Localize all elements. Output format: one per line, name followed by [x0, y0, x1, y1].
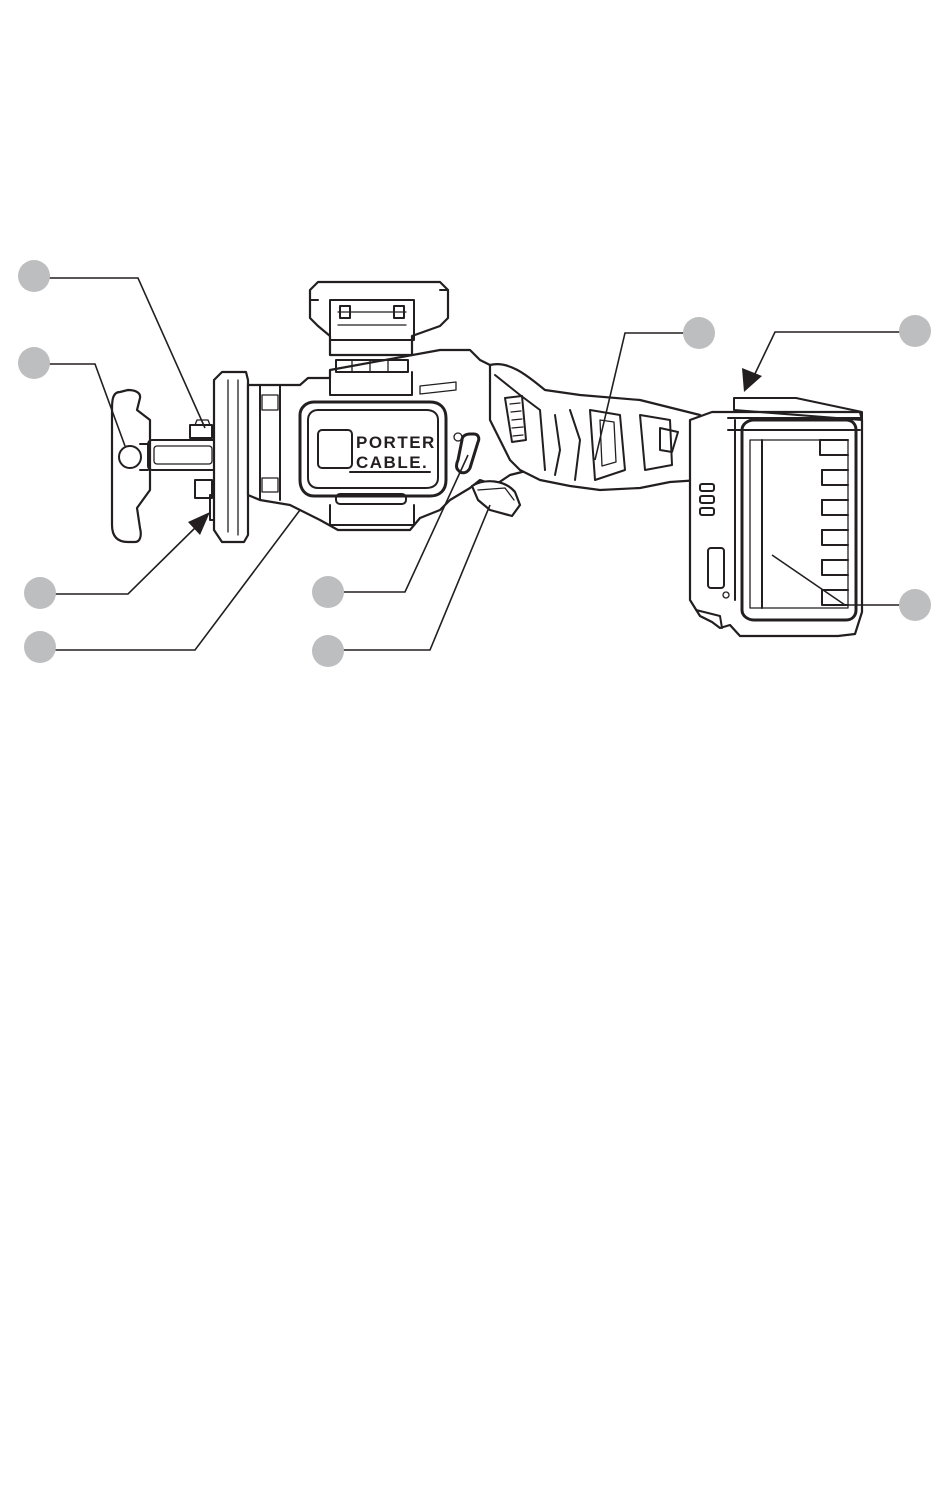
brand-logo-line1: PORTER [356, 433, 436, 452]
brand-logo-line2: CABLE. [356, 453, 428, 472]
saw-illustration: PORTER CABLE. [112, 282, 862, 636]
battery-pack [690, 398, 862, 636]
callout-marker-gear-housing [24, 631, 56, 663]
battery-release-arrow-icon [742, 368, 762, 392]
trigger [472, 481, 520, 516]
callout-marker-lock-off-switch [312, 576, 344, 608]
callout-marker-shoe [18, 347, 50, 379]
blade-holder [210, 372, 248, 542]
blade-clamp [190, 420, 212, 498]
callout-marker-blade-holder [24, 577, 56, 609]
callout-marker-blade-clamp [18, 260, 50, 292]
callout-marker-handle [683, 317, 715, 349]
callout-marker-trigger [312, 635, 344, 667]
callout-marker-battery-release [899, 315, 931, 347]
callout-marker-battery-pack [899, 589, 931, 621]
